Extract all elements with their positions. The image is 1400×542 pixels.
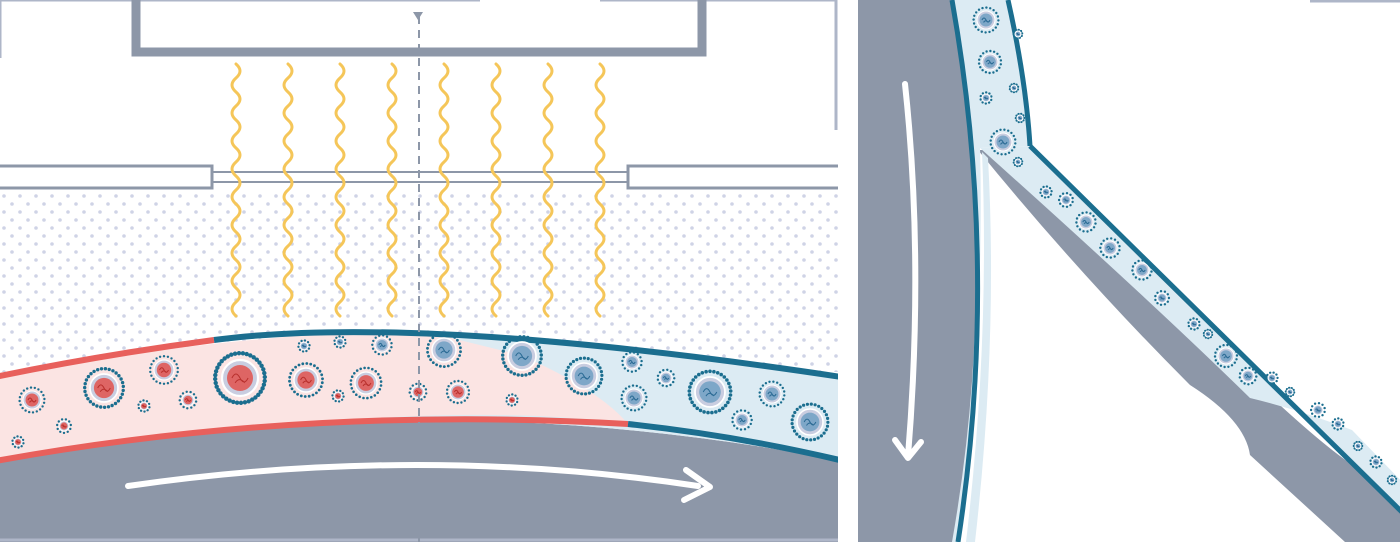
heat-wave	[282, 62, 294, 318]
particle-solid	[977, 49, 1003, 75]
particle-molten	[288, 362, 324, 398]
particle-solid	[687, 369, 733, 415]
particle-solid	[1331, 417, 1345, 431]
coating-film-drum-outer	[949, 0, 981, 542]
particle-solid	[1386, 474, 1398, 486]
particle-molten	[349, 366, 383, 400]
frame-outline-right	[600, 0, 838, 130]
particle-solid	[1099, 237, 1121, 259]
particle-solid	[1014, 112, 1026, 124]
band-top-blue	[213, 329, 838, 380]
particle-solid	[1012, 28, 1024, 40]
particle-molten	[445, 379, 471, 405]
particle-molten	[83, 367, 126, 409]
particle-solid	[1284, 386, 1296, 398]
particle-molten	[56, 418, 73, 435]
particle-molten	[149, 355, 179, 385]
particle-solid	[790, 402, 830, 442]
coating-film-blade-edge	[1028, 144, 1400, 514]
heat-wave	[594, 62, 606, 318]
particle-solid	[297, 339, 311, 353]
particle-solid	[1187, 317, 1201, 331]
right-panel	[858, 0, 1400, 542]
band-bottom-blue	[627, 421, 838, 463]
heat-wave	[542, 62, 554, 318]
particle-solid	[656, 368, 676, 388]
panel-divider	[838, 0, 858, 542]
particle-solid	[731, 409, 753, 431]
particle-solid	[1213, 343, 1239, 369]
particle-solid	[972, 6, 1000, 34]
arrow-right-curved-icon	[125, 462, 713, 503]
particle-solid	[621, 351, 643, 373]
particle-solid	[620, 384, 648, 412]
particle-solid	[371, 334, 393, 356]
heat-wave	[438, 62, 450, 318]
particle-solid	[758, 380, 786, 408]
particle-molten	[331, 389, 345, 403]
particle-solid	[333, 335, 347, 349]
particles-left	[11, 332, 830, 449]
heat-wave	[386, 62, 398, 318]
band-top-red	[0, 337, 215, 379]
particle-solid	[1057, 192, 1074, 208]
coating-film-thin	[966, 152, 992, 542]
particle-molten	[18, 386, 46, 414]
heat-wave	[230, 62, 242, 318]
particle-solid	[1008, 82, 1020, 94]
arrow-down-curved-icon	[892, 81, 924, 461]
left-panel	[0, 0, 838, 542]
particle-solid	[1131, 259, 1153, 281]
particle-molten	[11, 435, 25, 449]
particle-solid	[1154, 290, 1171, 306]
particle-molten	[213, 351, 267, 405]
heat-wave	[334, 62, 346, 318]
particle-solid	[1039, 185, 1053, 199]
particle-solid	[1202, 328, 1214, 340]
particle-solid	[1309, 402, 1326, 418]
particle-solid	[564, 356, 604, 396]
coating-film-blade	[980, 146, 1400, 511]
doctor-blade	[978, 150, 1400, 542]
particle-solid	[501, 335, 543, 377]
particle-solid	[1265, 371, 1279, 385]
particle-solid	[979, 91, 993, 105]
particle-molten	[505, 393, 519, 407]
coating-film-edge	[1005, 0, 1033, 147]
particle-solid	[1075, 211, 1097, 233]
particle-molten	[137, 399, 151, 413]
band-bottom-red	[0, 416, 629, 464]
particle-molten	[178, 390, 198, 410]
particle-solid	[1352, 440, 1364, 452]
particle-solid	[1238, 366, 1258, 386]
heat-wave	[490, 62, 502, 318]
particle-solid	[1369, 455, 1383, 469]
heat-waves	[230, 62, 606, 318]
particle-solid	[1012, 156, 1024, 168]
particle-solid	[989, 128, 1017, 156]
particle-solid	[426, 332, 462, 368]
particle-molten	[408, 382, 428, 402]
particles-right	[972, 6, 1398, 486]
